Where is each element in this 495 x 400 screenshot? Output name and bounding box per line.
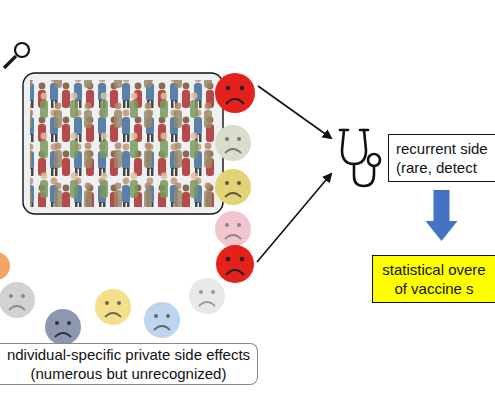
magnifier-icon	[4, 43, 29, 68]
sad-face	[144, 302, 180, 338]
text-group: recurrent side (rare, detect	[396, 139, 495, 177]
sad-face	[0, 282, 35, 318]
caption-box: ndividual-specific private side effects …	[0, 343, 258, 385]
pointer-arrow	[258, 86, 331, 138]
sad-face	[215, 125, 251, 161]
stethoscope-icon	[340, 130, 380, 186]
node-text: statistical overe of vaccine s	[375, 260, 493, 298]
result-box: recurrent side (rare, detect	[388, 134, 495, 182]
sad-face	[215, 211, 251, 247]
sad-face	[45, 309, 81, 345]
conclusion-box: statistical overe of vaccine s	[372, 255, 495, 303]
text-group: ndividual-specific private side effects …	[2, 345, 255, 383]
text-group: statistical overe of vaccine s	[375, 260, 493, 298]
node-text: recurrent side (rare, detect	[396, 139, 495, 177]
sad-face	[0, 252, 10, 280]
block-arrow	[426, 190, 458, 241]
sad-face	[189, 278, 225, 314]
crowd-picture	[23, 73, 223, 214]
sad-face	[215, 169, 251, 205]
pointer-arrow	[257, 174, 331, 262]
sad-face	[215, 73, 255, 113]
sad-face	[216, 245, 254, 283]
node-text: ndividual-specific private side effects …	[2, 345, 255, 383]
sad-face	[95, 289, 131, 325]
